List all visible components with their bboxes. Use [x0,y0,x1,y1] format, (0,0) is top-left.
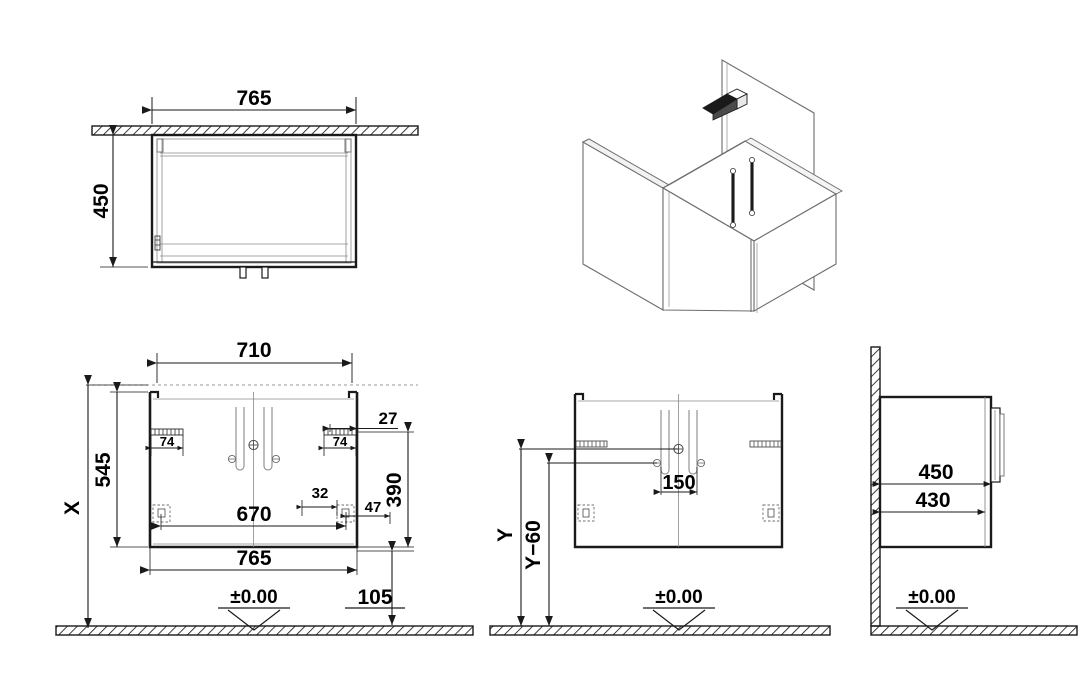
side-floor-slab [870,625,1078,636]
dim-front-710: 710 [147,339,353,383]
iso-right-handle [748,156,756,217]
dim-front-27: 27 [322,409,398,432]
side-section-view: 450 430 ±0.00 [870,346,1078,636]
rear-cabinet-body [573,392,784,549]
front-left-fixing-pad [152,504,171,523]
dim-label-450-top: 450 [90,183,113,218]
side-datum-marker: ±0.00 [896,587,968,631]
dim-rear-y60: Y−60 [522,453,553,626]
dim-label-x: X [61,501,84,515]
rear-mounting-view: 150 Y Y−60 ±0.00 [489,392,831,636]
dim-front-390: 390 [357,422,414,548]
rear-right-hinge-plate [749,440,782,448]
iso-left-handle [729,167,737,229]
dim-side-450: 450 [872,461,991,487]
isometric-view [581,59,843,313]
dim-front-765: 765 [140,547,358,575]
rear-floor-slab [489,625,831,636]
dim-label-450-side: 450 [918,461,953,484]
dim-label-105: 105 [357,586,392,609]
dim-label-47: 47 [365,499,382,516]
dim-top-765: 765 [142,87,357,124]
dim-label-y-60: Y−60 [522,520,545,570]
iso-wall-bracket [702,88,749,121]
dim-label-765-front: 765 [236,547,271,570]
front-elevation-view: 710 74 [55,339,474,636]
dim-front-670: 670 [151,503,347,530]
dim-label-430-side: 430 [915,489,950,512]
dim-label-32: 32 [312,485,329,502]
dim-label-27: 27 [379,409,398,428]
front-right-handle [263,407,281,471]
dim-front-545: 545 [92,382,148,548]
dim-label-150: 150 [662,472,695,494]
datum-label-side: ±0.00 [908,587,955,608]
dim-front-x: X [61,375,148,628]
front-floor-slab [55,625,474,636]
rear-left-hinge-plate [575,440,608,448]
dim-label-74-right: 74 [333,434,348,449]
rear-right-fixing-pad [762,504,780,522]
front-left-handle [227,407,245,471]
dim-label-710: 710 [236,339,271,362]
dim-rear-150: 150 [653,467,698,495]
dim-label-y: Y [494,528,517,542]
side-wall [870,346,881,627]
front-centre-fixing [248,439,259,451]
top-plan-view: 765 [90,87,419,279]
dim-label-74-left: 74 [160,434,175,449]
dim-top-450: 450 [90,125,148,268]
rear-centre-fixing [673,443,684,455]
dim-front-105: 105 [345,541,414,625]
datum-label-rear: ±0.00 [655,587,702,608]
dim-rear-y: Y [494,439,525,626]
dim-label-545: 545 [92,452,115,487]
dim-label-670: 670 [236,503,271,526]
rear-left-fixing-pad [577,504,595,522]
iso-left-door [662,187,755,312]
datum-label-front: ±0.00 [230,587,277,608]
dim-label-390: 390 [383,472,406,507]
dim-side-430: 430 [872,489,985,515]
top-cabinet-outline [150,133,358,279]
top-counter-slab [91,125,419,136]
dim-label-765-top: 765 [236,87,271,110]
dim-front-32: 32 [296,485,338,516]
side-door-profile [990,407,1005,483]
front-left-hinge-plate: 74 [145,428,184,456]
